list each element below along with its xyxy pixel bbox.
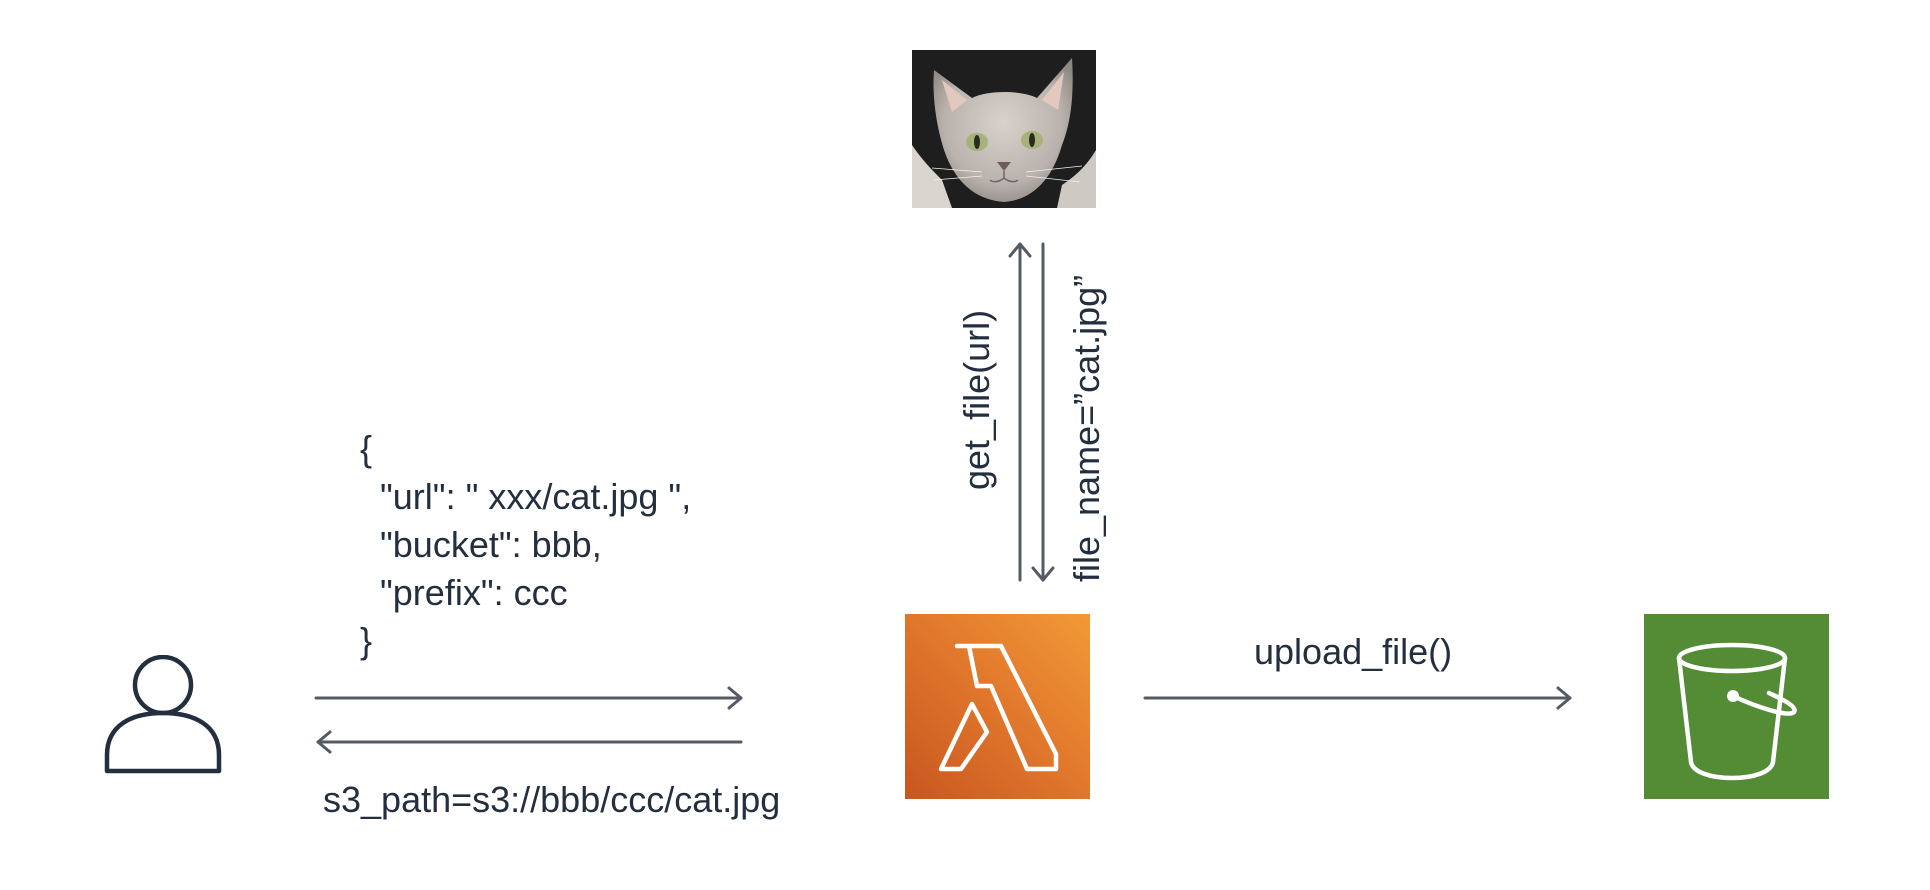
user-icon xyxy=(104,655,222,774)
payload-line: } xyxy=(360,620,373,661)
response-label: s3_path=s3://bbb/ccc/cat.jpg xyxy=(323,779,781,820)
file-name-label: file_name=”cat.jpg” xyxy=(1066,274,1107,582)
response-arrow xyxy=(316,730,743,754)
payload-line: "url": " xxx/cat.jpg ", xyxy=(360,476,692,517)
get-file-arrow xyxy=(1008,242,1032,582)
payload-line: "bucket": bbb, xyxy=(360,524,602,565)
request-payload: { "url": " xxx/cat.jpg ", "bucket": bbb,… xyxy=(360,425,691,665)
file-name-arrow xyxy=(1031,242,1055,582)
request-arrow xyxy=(314,686,743,710)
aws-lambda-icon xyxy=(905,614,1090,799)
payload-line: { xyxy=(360,428,373,469)
aws-s3-bucket-icon xyxy=(1644,614,1829,799)
cat-photo xyxy=(912,50,1096,208)
payload-line: "prefix": ccc xyxy=(360,572,568,613)
get-file-label: get_file(url) xyxy=(956,309,997,490)
upload-arrow xyxy=(1143,686,1572,710)
upload-label: upload_file() xyxy=(1254,631,1453,672)
